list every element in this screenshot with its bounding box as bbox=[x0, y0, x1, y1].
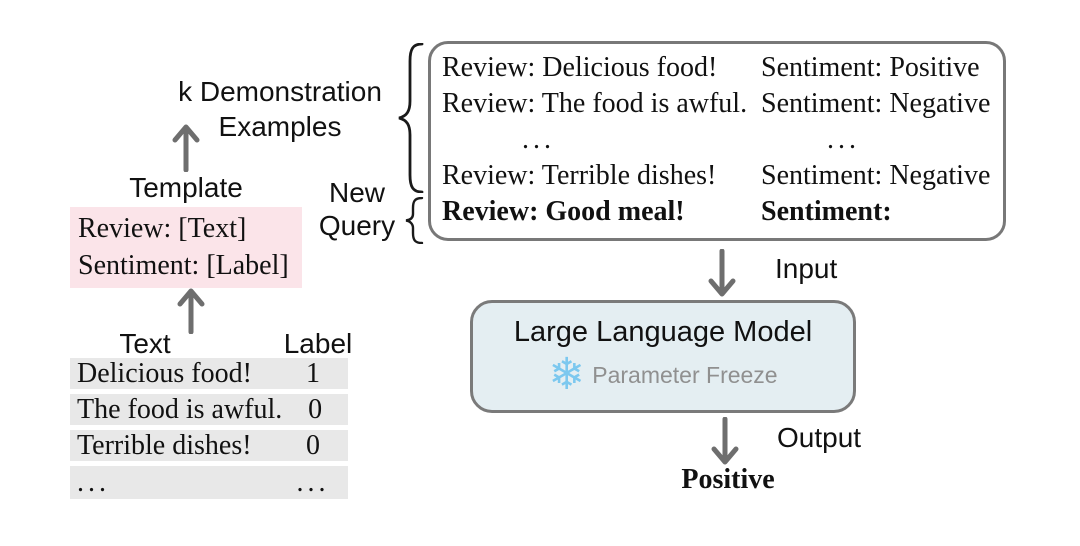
prompt-box: Review: Delicious food! Sentiment: Posit… bbox=[428, 41, 1006, 241]
table-cell-label: 1 bbox=[306, 357, 320, 389]
review-text: Review: Delicious food! bbox=[442, 52, 718, 83]
up-arrow-icon bbox=[172, 124, 200, 172]
table-cell-label: 0 bbox=[308, 393, 323, 425]
table-row: The food is awful. 0 bbox=[70, 394, 348, 425]
demonstration-example-line: Review: Terrible dishes! Sentiment: Nega… bbox=[442, 158, 1003, 194]
k-demonstration-examples-label: k Demonstration Examples bbox=[160, 74, 400, 144]
query-sentiment-text: Sentiment: bbox=[761, 196, 892, 227]
demonstration-example-line: Review: Delicious food! Sentiment: Posit… bbox=[442, 50, 1003, 86]
query-review-text: Review: Good meal! bbox=[442, 196, 685, 227]
ellipsis-line: ... ... bbox=[442, 122, 1003, 158]
curly-brace-icon bbox=[398, 43, 424, 193]
table-cell-text: ... bbox=[77, 466, 110, 498]
down-arrow-icon bbox=[711, 417, 739, 465]
review-text: Review: Terrible dishes! bbox=[442, 160, 717, 191]
label-column-header: Label bbox=[283, 328, 353, 359]
examples-line: Examples bbox=[218, 111, 342, 142]
input-label: Input bbox=[775, 253, 838, 284]
review-text: Review: The food is awful. bbox=[442, 88, 748, 119]
sentiment-ellipsis: ... bbox=[827, 124, 860, 155]
template-review-line: Review: [Text] bbox=[78, 213, 247, 244]
parameter-freeze-label: Parameter Freeze bbox=[592, 361, 778, 388]
llm-title: Large Language Model bbox=[513, 316, 813, 348]
sentiment-text: Sentiment: Negative bbox=[761, 88, 991, 119]
table-cell-text: The food is awful. bbox=[77, 393, 283, 425]
up-arrow-icon bbox=[177, 288, 205, 334]
table-cell-text: Delicious food! bbox=[77, 357, 252, 389]
template-sentiment-line: Sentiment: [Label] bbox=[78, 250, 289, 281]
table-cell-label: 0 bbox=[306, 429, 320, 461]
snowflake-icon: ❄ bbox=[548, 349, 586, 400]
table-row: Terrible dishes! 0 bbox=[70, 430, 348, 461]
k-demonstration-line: k Demonstration bbox=[178, 76, 382, 107]
new-query-label: New Query bbox=[307, 176, 407, 242]
template-label: Template bbox=[129, 172, 243, 203]
table-row: Delicious food! 1 bbox=[70, 358, 348, 389]
new-query-line: Query bbox=[318, 210, 396, 241]
parameter-freeze-row: ❄ Parameter Freeze bbox=[473, 352, 853, 398]
new-query-line: Review: Good meal! Sentiment: bbox=[442, 194, 1003, 230]
down-arrow-icon bbox=[708, 249, 736, 297]
template-box: Review: [Text] Sentiment: [Label] bbox=[70, 207, 302, 288]
new-query-line: New bbox=[328, 177, 385, 208]
curly-brace-icon bbox=[405, 197, 424, 244]
sentiment-text: Sentiment: Positive bbox=[761, 52, 980, 83]
table-cell-label: ... bbox=[296, 466, 330, 498]
table-row: ... ... bbox=[70, 466, 348, 499]
table-headers: Text Label bbox=[0, 328, 420, 359]
review-ellipsis: ... bbox=[522, 124, 555, 155]
sentiment-text: Sentiment: Negative bbox=[761, 160, 991, 191]
demonstration-example-line: Review: The food is awful. Sentiment: Ne… bbox=[442, 86, 1003, 122]
output-label: Output bbox=[777, 422, 862, 453]
text-column-header: Text bbox=[119, 328, 171, 359]
training-data-table: Delicious food! 1 The food is awful. 0 T… bbox=[70, 358, 348, 499]
result-label: Positive bbox=[681, 464, 775, 495]
llm-box: Large Language Model ❄ Parameter Freeze bbox=[470, 300, 856, 413]
table-cell-text: Terrible dishes! bbox=[77, 429, 252, 461]
